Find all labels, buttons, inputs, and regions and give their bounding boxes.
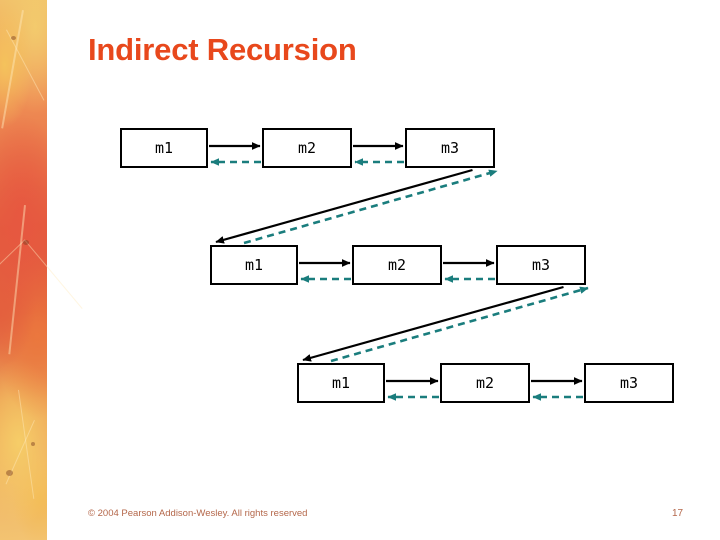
leaf-speck [11, 36, 16, 40]
method-box-label: m3 [440, 139, 460, 157]
method-box-m1-row3: m1 [297, 363, 385, 403]
method-box-label: m3 [619, 374, 639, 392]
method-box-m1-row2: m1 [210, 245, 298, 285]
method-box-label: m3 [531, 256, 551, 274]
method-box-m3-row1: m3 [405, 128, 495, 168]
method-box-m2-row2: m2 [352, 245, 442, 285]
method-box-label: m1 [154, 139, 174, 157]
leaf-vein [1, 10, 24, 129]
method-box-label: m1 [244, 256, 264, 274]
autumn-leaves-decoration [0, 0, 83, 540]
method-box-label: m2 [297, 139, 317, 157]
method-box-label: m2 [475, 374, 495, 392]
page-title: Indirect Recursion [88, 32, 357, 67]
method-box-m2-row3: m2 [440, 363, 530, 403]
method-box-m3-row2: m3 [496, 245, 586, 285]
diagonal-call-arrow-row1-m3-to-row2-m1 [215, 168, 473, 244]
method-box-m3-row3: m3 [584, 363, 674, 403]
method-box-label: m1 [331, 374, 351, 392]
method-box-label: m2 [387, 256, 407, 274]
leaf-vein [8, 205, 26, 355]
page-number: 17 [672, 508, 684, 519]
diagonal-call-arrow-row2-m3-to-row3-m1 [302, 285, 564, 362]
leaf-speck [6, 470, 13, 476]
leaf-speck [23, 240, 29, 245]
leaf-speck [31, 442, 35, 446]
method-box-m2-row1: m2 [262, 128, 352, 168]
diagonal-return-arrow-row3-m1-to-row2-m3 [330, 286, 589, 363]
leaf-vein [0, 240, 25, 307]
copyright-notice: © 2004 Pearson Addison-Wesley. All right… [88, 508, 308, 519]
method-box-m1-row1: m1 [120, 128, 208, 168]
leaf-vein [24, 239, 83, 309]
diagonal-return-arrow-row2-m1-to-row1-m3 [243, 169, 498, 245]
